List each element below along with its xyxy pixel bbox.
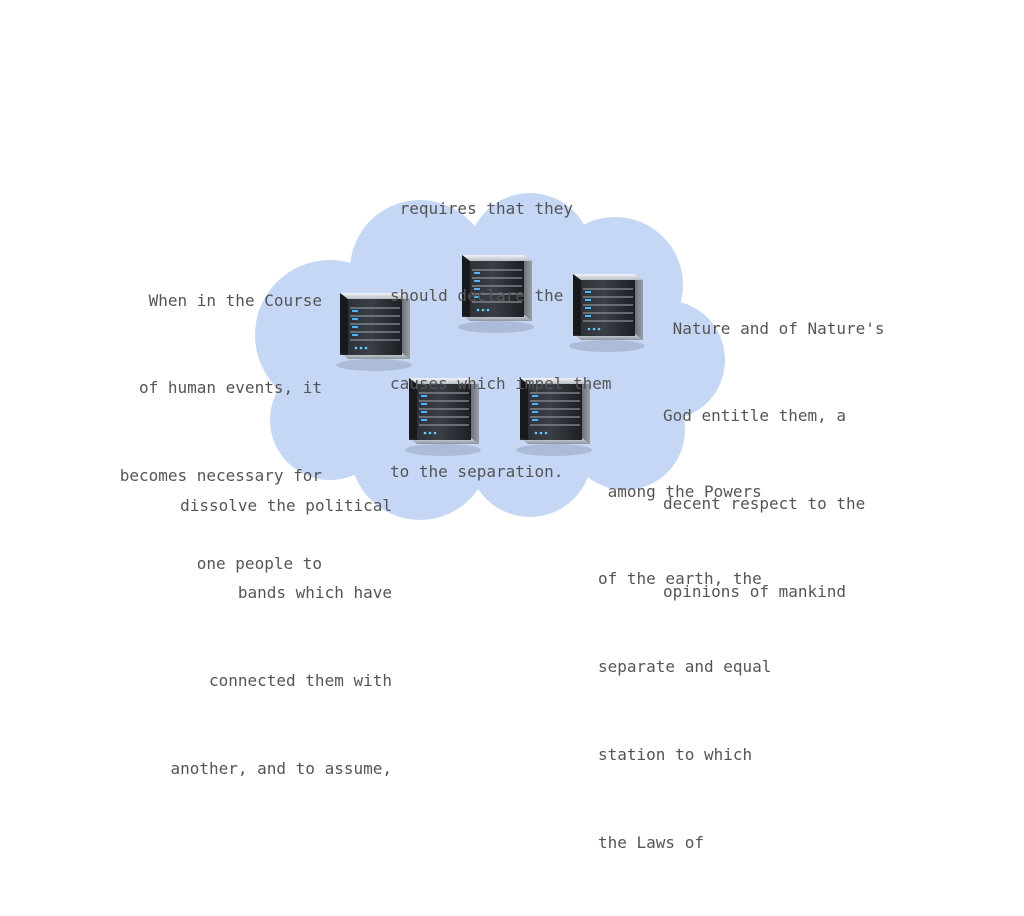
label-line: Nature and of Nature's <box>663 318 885 338</box>
label-line: becomes necessary for <box>119 466 322 486</box>
label-line: bands which have <box>237 583 392 603</box>
label-line: of human events, it <box>138 378 322 398</box>
label-left: When in the Course of human events, it b… <box>120 227 322 637</box>
label-top: requires that they should declare the ca… <box>390 135 612 545</box>
label-line: the Laws of <box>598 833 704 853</box>
diagram-canvas: requires that they should declare the ca… <box>120 135 885 852</box>
label-line: causes which impel them <box>390 374 612 394</box>
label-right: Nature and of Nature's God entitle them,… <box>663 255 885 665</box>
label-bottom-right: among the Powers of the earth, the separ… <box>598 418 771 916</box>
label-line: to the separation. <box>390 462 564 482</box>
label-line: station to which <box>598 745 753 765</box>
label-line: another, and to assume, <box>170 759 392 779</box>
label-line: opinions of mankind <box>663 582 847 602</box>
label-bottom-left: dissolve the political bands which have … <box>170 432 392 842</box>
label-line: among the Powers <box>598 481 762 501</box>
label-line: separate and equal <box>598 657 772 677</box>
label-line: requires that they <box>390 198 574 218</box>
label-line: should declare the <box>390 286 564 306</box>
label-line: God entitle them, a <box>663 406 847 426</box>
label-line: of the earth, the <box>598 569 762 589</box>
label-line: When in the Course <box>148 290 322 310</box>
label-line: one people to <box>196 554 322 574</box>
label-line: connected them with <box>208 671 392 691</box>
label-line: dissolve the political <box>180 495 392 515</box>
label-line: decent respect to the <box>663 494 866 514</box>
network-diagram <box>255 193 725 520</box>
